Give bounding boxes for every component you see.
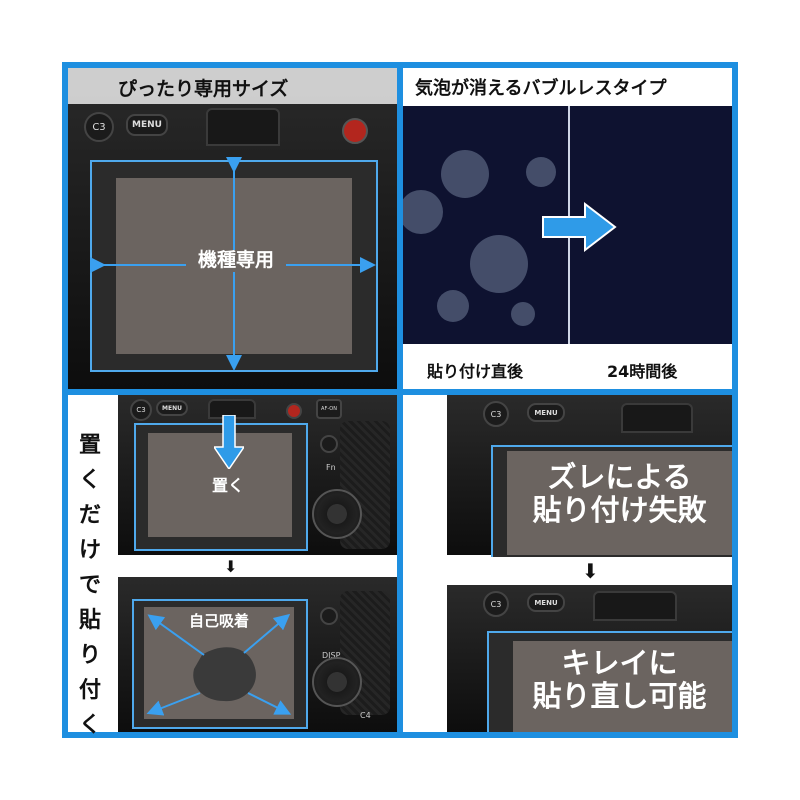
arrow-down-icon: ⬇ (224, 557, 238, 576)
caption-24h: 24時間後 (607, 362, 678, 381)
fn-label: Fn (326, 463, 336, 472)
arrow-down-icon (214, 415, 244, 469)
self-adhesion-label: 自己吸着 (188, 612, 249, 630)
panel-reapply: C3 MENU ズレによる 貼り付け失敗 ⬇ C3 MENU キレイに 貼り直し… (403, 395, 732, 732)
af-on-button: AF-ON (316, 399, 342, 419)
camera-screen-bottom (513, 641, 732, 732)
reapply-text: キレイに 貼り直し可能 (532, 646, 707, 714)
panel-bubble-less: 気泡が消えるバブルレスタイプ 貼り付け直後 24時間後 (403, 68, 732, 389)
arrow-right-icon (542, 202, 617, 252)
record-button (342, 118, 368, 144)
menu-button: MENU (126, 114, 168, 136)
panel1-header: ぴったり専用サイズ (118, 78, 289, 100)
panel-self-adhesion: C3 MENU AF-ON Fn 置く ⬇ DISP C4 自己吸着 (68, 395, 397, 732)
control-dial (312, 489, 362, 539)
place-label: 置く (211, 476, 244, 495)
menu-button: MENU (527, 403, 565, 422)
center-label: 機種専用 (186, 249, 286, 272)
header-band (68, 68, 397, 104)
bubbles (403, 150, 556, 326)
c3-button: C3 (84, 112, 114, 142)
record-button (286, 403, 302, 419)
round-button (320, 607, 338, 625)
control-dial (312, 657, 362, 707)
menu-button: MENU (156, 400, 188, 416)
camera-screen-top (507, 451, 732, 555)
vertical-caption: 置くだけで貼り付く (78, 433, 101, 738)
dimension-arrows (90, 157, 376, 371)
panel-exact-fit: ぴったり専用サイズ C3 MENU 機種専用 (68, 68, 397, 389)
disp-label: DISP (322, 651, 341, 660)
menu-button: MENU (527, 593, 565, 612)
viewfinder (206, 108, 280, 146)
adhesion-spread (146, 613, 292, 716)
misalignment-text: ズレによる 貼り付け失敗 (532, 460, 707, 528)
arrow-down-icon: ⬇ (582, 559, 599, 583)
c4-label: C4 (360, 711, 371, 720)
c3-button: C3 (130, 399, 152, 421)
panel2-header: 気泡が消えるバブルレスタイプ (415, 78, 667, 99)
caption-immediately: 貼り付け直後 (427, 362, 524, 381)
c3-button: C3 (483, 591, 509, 617)
c3-button: C3 (483, 401, 509, 427)
viewfinder (593, 591, 677, 621)
round-button (320, 435, 338, 453)
viewfinder (621, 403, 693, 433)
